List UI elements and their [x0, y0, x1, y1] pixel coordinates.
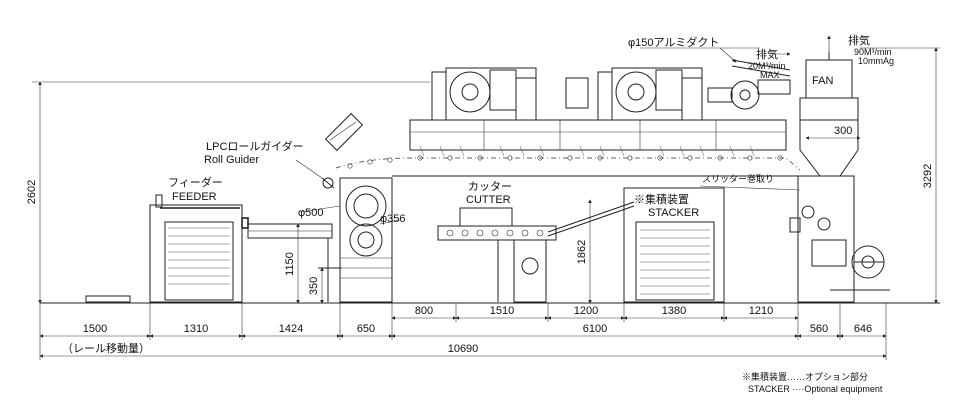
dim-650: 650: [357, 323, 375, 335]
exhaust1-max: MAX: [760, 70, 780, 80]
exhaust1-title: 排気: [756, 47, 778, 61]
feeder-jp-label: フィーダー: [168, 175, 223, 189]
roll-stand: [339, 177, 393, 303]
exhaust2-flow: 90M³/min: [854, 47, 892, 57]
stacker-en-label: STACKER: [648, 207, 699, 219]
dim-6100: 6100: [583, 323, 607, 335]
dim-646: 646: [854, 323, 872, 335]
dim-1150: 1150: [284, 252, 296, 276]
phi500-label: φ500: [298, 207, 324, 219]
rail-travel-label: （レール移動量）: [62, 341, 150, 355]
vertical-dimensions: [32, 47, 940, 304]
roll-guider-en-label: Roll Guider: [204, 154, 259, 166]
slitter-rewinder: [789, 175, 890, 303]
exhaust-blower: [707, 59, 791, 110]
stacker-jp-label: ※集積装置: [634, 192, 689, 206]
dim-1500: 1500: [83, 323, 107, 335]
roll-guider: [321, 112, 364, 189]
exhaust2-pressure: 10mmAg: [858, 56, 894, 66]
blower-unit-1: [431, 67, 537, 121]
note-en: STACKER ····Optional equipment: [748, 384, 883, 394]
blower-unit-2: [565, 67, 703, 121]
slitter-label: スリッター巻取り: [702, 173, 774, 184]
exhaust2-title: 排気: [848, 33, 870, 47]
roll-guider-jp-label: LPCロールガイダー: [206, 139, 304, 153]
dim-1424: 1424: [279, 323, 303, 335]
dim-3292: 3292: [922, 164, 934, 188]
dim-1862: 1862: [576, 240, 588, 264]
dim-800: 800: [415, 305, 433, 317]
note-jp: ※集積装置……オプション部分: [742, 371, 868, 382]
dim-2602: 2602: [26, 180, 38, 204]
web-rollers: [347, 155, 783, 169]
dim-350: 350: [308, 277, 320, 295]
dim-1510: 1510: [490, 305, 514, 317]
fan-unit: [799, 52, 859, 177]
dim-1200: 1200: [574, 305, 598, 317]
dim-300: 300: [834, 125, 852, 137]
horizontal-dimensions: [39, 303, 887, 360]
duct-label: φ150アルミダクト: [628, 35, 719, 49]
cutter-en-label: CUTTER: [466, 194, 511, 206]
feeder-en-label: FEEDER: [172, 191, 217, 203]
phi356-label: φ356: [380, 213, 406, 225]
feeder-unit: [85, 194, 249, 303]
dryer-tunnel: [335, 119, 801, 302]
leader-lines: [295, 35, 831, 225]
cutter-unit: [437, 207, 557, 303]
dim-1210: 1210: [749, 305, 773, 317]
exhaust1-flow: 20M³/min: [748, 61, 786, 71]
dim-1310: 1310: [184, 323, 208, 335]
dim-560: 560: [810, 323, 828, 335]
cutter-jp-label: カッター: [468, 180, 512, 193]
dim-10690: 10690: [448, 343, 479, 355]
dim-1380: 1380: [662, 305, 686, 317]
fan-label: FAN: [812, 75, 833, 87]
